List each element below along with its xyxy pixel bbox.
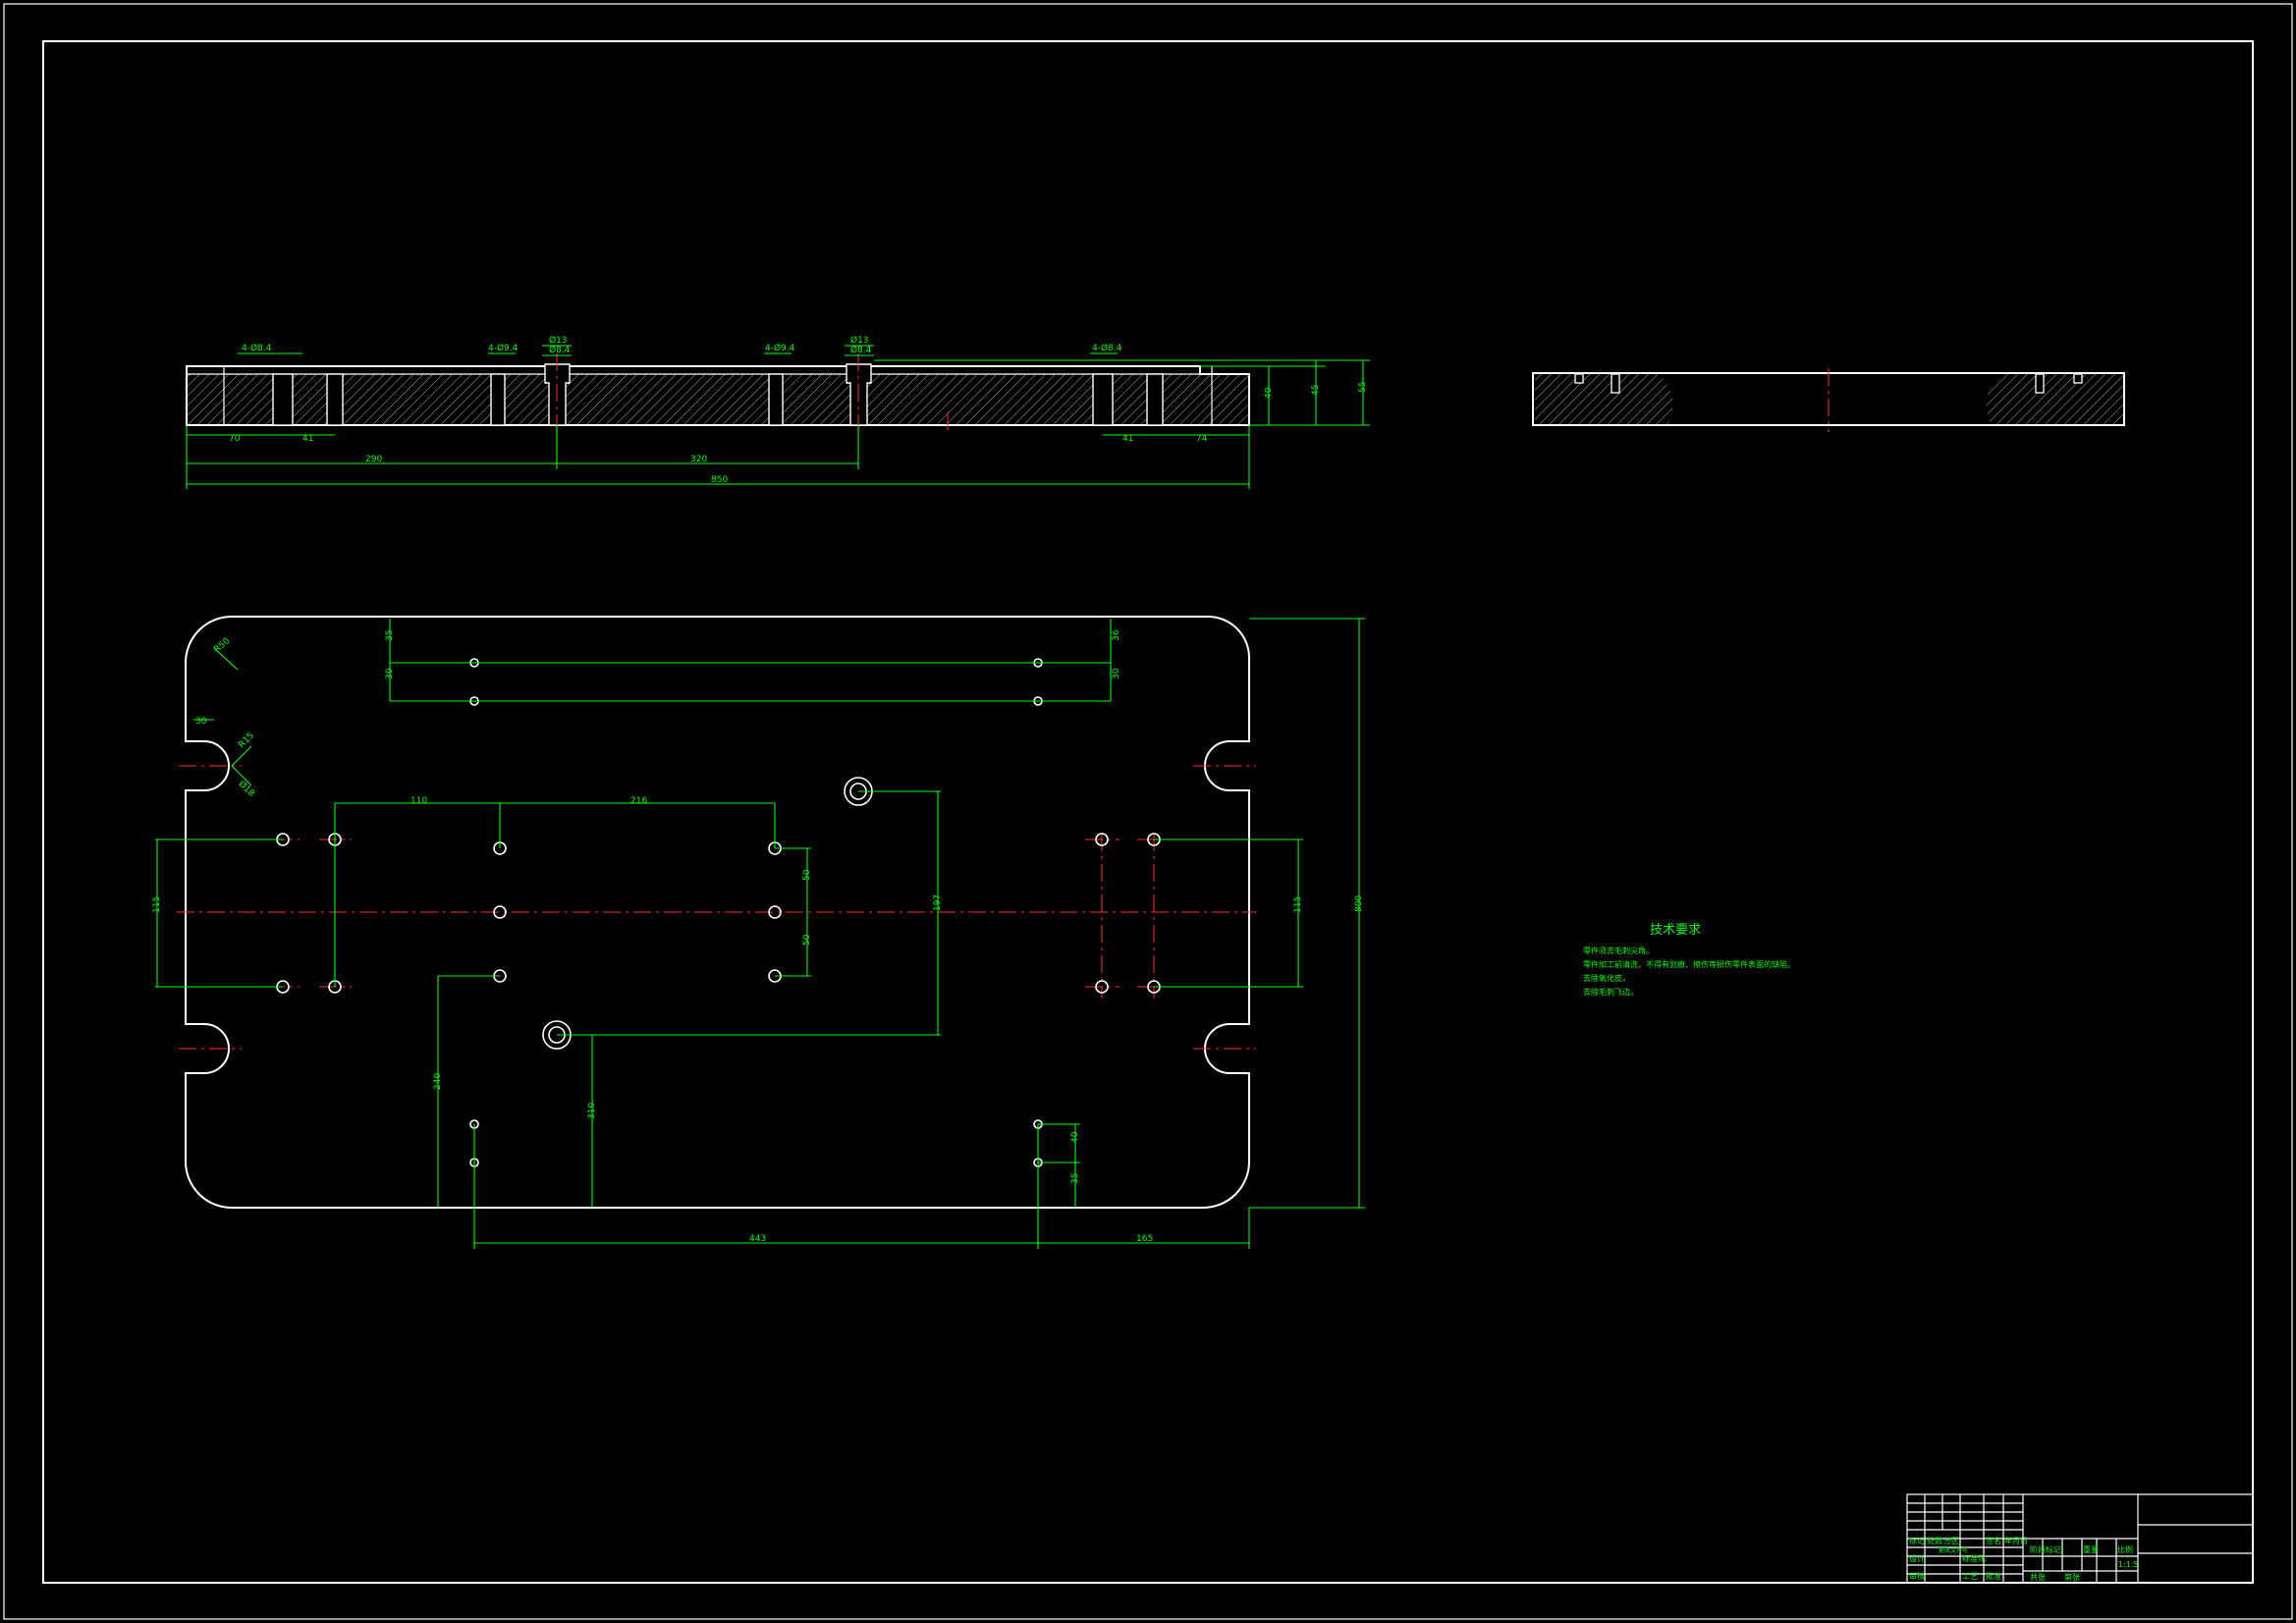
dim-label: 443: [749, 1234, 766, 1244]
dim-label: 216: [630, 796, 647, 806]
dim-label: 30: [195, 717, 207, 727]
dim-label: 70: [229, 434, 241, 444]
title-block-label: 第张: [2064, 1572, 2080, 1582]
dim-label: 165: [1136, 1234, 1153, 1244]
title-block-label: 工艺: [1962, 1572, 1978, 1581]
title-block-label: 重量: [2083, 1544, 2099, 1554]
technical-notes: 技术要求 零件须去毛刺尖角。 零件加工前清洗，不得有划痕、擦伤等损伤零件表面的缺…: [1583, 923, 1795, 997]
sheet-border-inner: [42, 40, 2254, 1584]
dim-label: 850: [711, 475, 728, 485]
title-block: 标记 处数 分区 更改文件号 签名 年月日 阶段标记 重量 比例 设计 标准化 …: [1906, 1493, 2254, 1584]
dim-label: 110: [410, 796, 427, 806]
dim-label: 30: [1112, 668, 1121, 679]
dim-label: Ø18: [237, 779, 257, 799]
dim-label: 197: [933, 894, 943, 911]
technical-note-line: 去除氧化皮。: [1583, 973, 1630, 983]
title-block-label: 处数: [1927, 1536, 1942, 1545]
title-block-label: 审核: [1909, 1571, 1925, 1581]
dim-label: 74: [1196, 434, 1208, 444]
dim-label: 45: [1311, 385, 1321, 396]
dim-label: 115: [1293, 896, 1303, 913]
title-block-label: 标准化: [1962, 1553, 1986, 1563]
dim-label: 240: [433, 1073, 443, 1090]
dim-label: 35: [385, 630, 395, 641]
technical-note-line: 零件须去毛刺尖角。: [1583, 946, 1654, 955]
sheet-border-outer: [3, 3, 2293, 1620]
dim-label: 30: [385, 668, 395, 679]
dim-label: 4-Ø8.4: [1092, 343, 1122, 353]
dim-label: 36: [1112, 629, 1121, 641]
dim-label: R15: [237, 730, 256, 750]
dim-label: Ø8.4: [850, 345, 872, 355]
dim-label: Ø13: [850, 335, 869, 346]
dim-label: 50: [802, 934, 812, 946]
dim-label: 40: [1070, 1131, 1080, 1143]
dim-label: 290: [365, 455, 382, 464]
dim-label: 320: [690, 455, 707, 464]
front-section-view: 4-Ø8.4 4-Ø9.4 4-Ø9.4 4-Ø8.4 Ø13 Ø8.4 Ø13…: [185, 335, 1370, 489]
dim-label: 35: [1070, 1173, 1080, 1184]
title-block-label: 比例: [2117, 1544, 2133, 1554]
dim-label: Ø13: [549, 335, 568, 346]
title-block-label: 年月日: [2004, 1536, 2028, 1545]
dim-label: R50: [212, 636, 232, 655]
dim-label: 50: [802, 869, 812, 881]
dim-label: Ø8.4: [549, 345, 571, 355]
title-block-label: 批准: [1986, 1571, 2001, 1581]
dim-label: 40: [1264, 387, 1274, 399]
title-block-scale: 1:1.5: [2118, 1560, 2139, 1569]
dim-label: 115: [152, 896, 162, 913]
dim-label: 4-Ø9.4: [765, 343, 795, 353]
plan-view: R50 30 R15 Ø18 35 30 36 30 110 216 50 50…: [152, 616, 1365, 1249]
side-section-view: [1532, 368, 2125, 432]
dim-label: 4-Ø9.4: [488, 343, 519, 353]
title-block-label: 阶段标记: [2030, 1544, 2061, 1554]
dim-label: 310: [587, 1103, 597, 1119]
dim-label: 4-Ø8.4: [242, 343, 272, 353]
dim-label: 55: [1358, 382, 1368, 393]
technical-note-line: 去除毛刺飞边。: [1583, 987, 1638, 997]
title-block-label: 标记: [1909, 1536, 1925, 1545]
technical-note-line: 零件加工前清洗，不得有划痕、擦伤等损伤零件表面的缺陷。: [1583, 959, 1795, 969]
title-block-label: 更改文件号: [1939, 1546, 1968, 1554]
dim-label: 41: [1122, 434, 1133, 444]
dim-label: 800: [1354, 895, 1364, 912]
title-block-label: 共张: [2030, 1573, 2046, 1582]
dim-label: 41: [302, 434, 313, 444]
title-block-label: 签名: [1986, 1536, 2001, 1545]
title-block-label: 设计: [1909, 1553, 1925, 1563]
technical-notes-title: 技术要求: [1650, 923, 1701, 938]
title-block-label: 分区: [1943, 1537, 1959, 1545]
